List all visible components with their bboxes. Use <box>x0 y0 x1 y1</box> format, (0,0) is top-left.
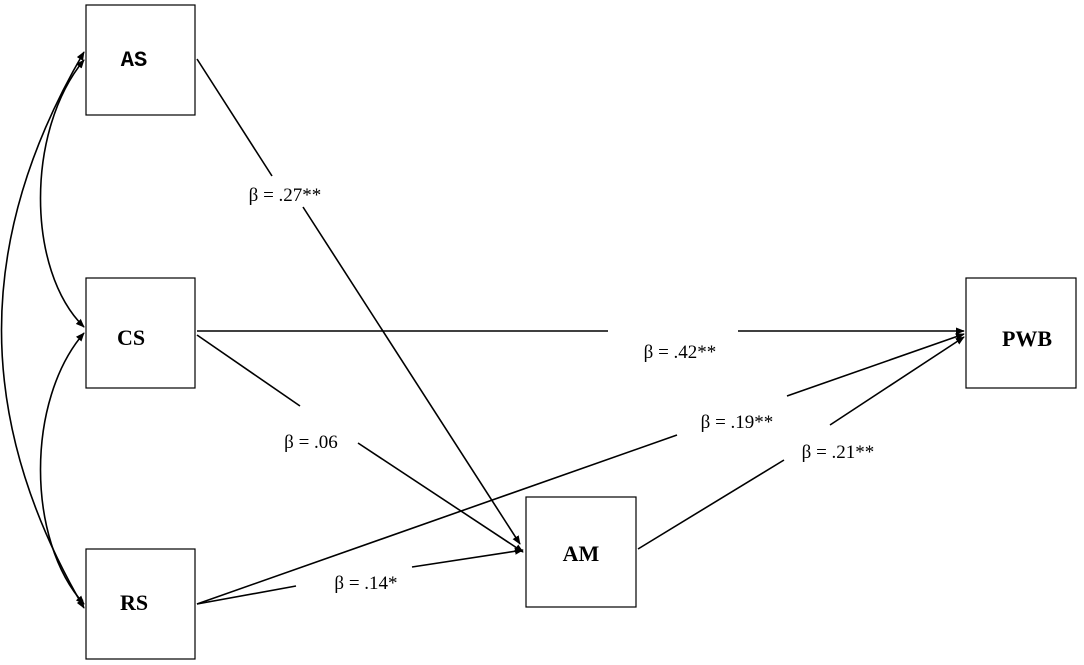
node-as-label: AS <box>121 48 147 73</box>
path-as-am-upper <box>196 58 273 177</box>
coef-rs-pwb: β = .19** <box>701 412 774 433</box>
node-pwb-box <box>965 277 1077 389</box>
path-rs-pwb-upper <box>786 333 965 397</box>
path-rs-pwb-lower <box>196 434 678 605</box>
coef-rs-am: β = .14* <box>334 573 397 594</box>
node-rs-box <box>85 548 196 660</box>
coef-cs-pwb: β = .42** <box>644 342 717 363</box>
path-am-pwb-lower <box>637 459 785 550</box>
path-rs-am-right <box>411 547 524 568</box>
node-am-box <box>525 496 637 608</box>
node-pwb-label: PWB <box>1002 326 1052 351</box>
path-cs-am-upper <box>196 334 301 407</box>
node-am-label: AM <box>563 541 600 566</box>
coef-am-pwb: β = .21** <box>802 442 875 463</box>
node-as-box <box>85 4 196 116</box>
path-cs-am-lower <box>357 442 524 553</box>
node-cs-label: CS <box>117 325 145 350</box>
covariance-as-rs <box>0 51 85 609</box>
coef-cs-am: β = .06 <box>284 432 338 453</box>
path-am-pwb-upper <box>829 336 965 426</box>
coef-as-am: β = .27** <box>249 185 322 206</box>
covariance-cs-rs <box>39 332 85 605</box>
path-rs-am-left <box>196 585 297 605</box>
covariance-as-cs <box>39 59 85 328</box>
node-cs-box <box>85 277 196 389</box>
node-rs-label: RS <box>120 590 148 615</box>
path-as-am-lower <box>302 206 521 545</box>
